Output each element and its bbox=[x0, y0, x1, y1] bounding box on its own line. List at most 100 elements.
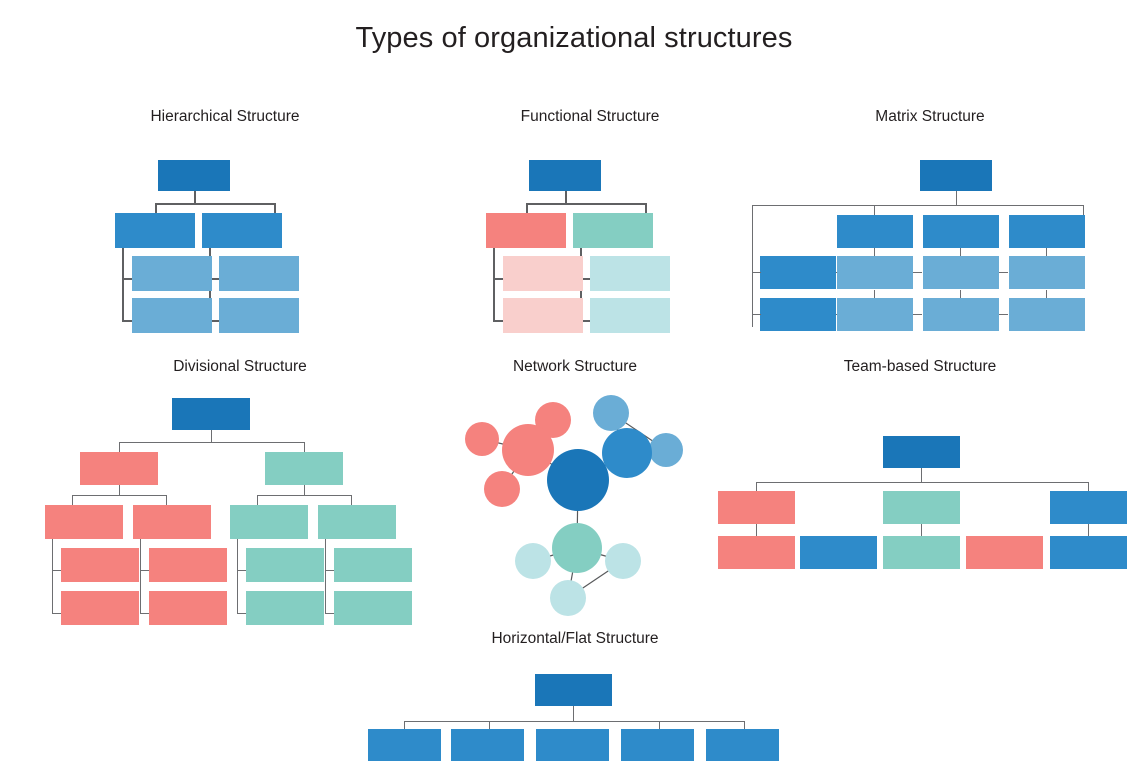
connector bbox=[122, 320, 133, 322]
node-network-hub-right bbox=[602, 428, 652, 478]
connector bbox=[913, 272, 922, 273]
chart-network: Network Structure bbox=[430, 358, 720, 618]
connector bbox=[752, 205, 753, 327]
connector bbox=[913, 314, 922, 315]
chart-horizontal-flat: Horizontal/Flat Structure bbox=[350, 630, 800, 761]
chart-title-horizontal-flat: Horizontal/Flat Structure bbox=[491, 630, 659, 647]
node-divisional-unit-3 bbox=[230, 505, 308, 539]
node-network-leaf-left-3 bbox=[484, 471, 520, 507]
connector bbox=[580, 278, 591, 280]
connector bbox=[526, 203, 647, 205]
connector bbox=[1083, 205, 1084, 216]
connector bbox=[999, 314, 1008, 315]
connector bbox=[155, 203, 276, 205]
node-matrix-cell-r1c2 bbox=[923, 256, 999, 289]
connector bbox=[526, 203, 528, 214]
node-network-leaf-right-2 bbox=[649, 433, 683, 467]
chart-matrix: Matrix Structure bbox=[750, 108, 1110, 343]
connector bbox=[52, 570, 62, 571]
connector bbox=[493, 278, 504, 280]
connector bbox=[304, 442, 305, 453]
node-divisional-unit-4 bbox=[318, 505, 396, 539]
connector bbox=[209, 320, 220, 322]
node-matrix-row-head-1 bbox=[760, 256, 836, 289]
connector bbox=[140, 613, 150, 614]
connector bbox=[756, 482, 1088, 483]
node-matrix-col-head-2 bbox=[923, 215, 999, 248]
connector bbox=[493, 248, 495, 322]
connector bbox=[999, 272, 1008, 273]
connector bbox=[274, 203, 276, 214]
chart-title-hierarchical: Hierarchical Structure bbox=[150, 108, 300, 125]
node-functional-leaf-2 bbox=[590, 256, 670, 291]
node-matrix-cell-r2c2 bbox=[923, 298, 999, 331]
chart-title-divisional: Divisional Structure bbox=[173, 358, 307, 375]
node-matrix-row-head-2 bbox=[760, 298, 836, 331]
node-flat-peer-2 bbox=[451, 729, 524, 761]
connector bbox=[325, 613, 335, 614]
node-matrix-top bbox=[920, 160, 992, 191]
page-title: Types of organizational structures bbox=[355, 22, 793, 54]
connector bbox=[155, 203, 157, 214]
node-matrix-cell-r2c1 bbox=[837, 298, 913, 331]
connector bbox=[122, 278, 133, 280]
connector bbox=[404, 721, 405, 730]
node-matrix-cell-r1c3 bbox=[1009, 256, 1085, 289]
connector bbox=[493, 320, 504, 322]
connector bbox=[489, 721, 490, 730]
node-matrix-cell-r2c3 bbox=[1009, 298, 1085, 331]
connector bbox=[874, 290, 875, 299]
connector bbox=[960, 290, 961, 299]
node-network-leaf-bottom-2 bbox=[605, 543, 641, 579]
connector bbox=[565, 191, 567, 204]
node-divisional-team-3 bbox=[246, 548, 324, 582]
node-team-top bbox=[883, 436, 960, 468]
connector bbox=[752, 314, 761, 315]
connector bbox=[645, 203, 647, 214]
node-team-lead-2 bbox=[883, 491, 960, 524]
node-network-leaf-bottom-1 bbox=[515, 543, 551, 579]
connector bbox=[119, 442, 120, 453]
connector bbox=[194, 191, 196, 204]
connector bbox=[237, 539, 238, 614]
node-divisional-unit-2 bbox=[133, 505, 211, 539]
node-team-member-4 bbox=[966, 536, 1043, 569]
connector bbox=[744, 721, 745, 730]
node-divisional-top bbox=[172, 398, 250, 430]
connector bbox=[257, 495, 351, 496]
node-hierarchical-leaf-3 bbox=[132, 298, 212, 333]
node-flat-peer-4 bbox=[621, 729, 694, 761]
connector bbox=[122, 248, 124, 322]
connector bbox=[956, 191, 957, 206]
node-matrix-col-head-1 bbox=[837, 215, 913, 248]
connector bbox=[874, 248, 875, 257]
node-network-leaf-right-1 bbox=[593, 395, 629, 431]
connector bbox=[659, 721, 660, 730]
connector bbox=[119, 442, 304, 443]
node-matrix-col-head-3 bbox=[1009, 215, 1085, 248]
node-divisional-div-2 bbox=[265, 452, 343, 485]
connector bbox=[921, 524, 922, 537]
node-divisional-team-6 bbox=[149, 591, 227, 625]
connector bbox=[404, 721, 744, 722]
connector bbox=[72, 495, 73, 506]
node-flat-peer-5 bbox=[706, 729, 779, 761]
connector bbox=[1046, 290, 1047, 299]
chart-hierarchical: Hierarchical Structure bbox=[60, 108, 390, 343]
node-divisional-team-4 bbox=[334, 548, 412, 582]
connector bbox=[752, 205, 1083, 206]
connector bbox=[52, 613, 62, 614]
connector bbox=[351, 495, 352, 506]
node-functional-leaf-3 bbox=[503, 298, 583, 333]
connector bbox=[573, 706, 574, 722]
chart-functional: Functional Structure bbox=[430, 108, 750, 343]
connector bbox=[211, 430, 212, 443]
node-team-lead-3 bbox=[1050, 491, 1127, 524]
node-divisional-team-8 bbox=[334, 591, 412, 625]
node-team-lead-1 bbox=[718, 491, 795, 524]
connector bbox=[1046, 248, 1047, 257]
node-functional-leaf-1 bbox=[503, 256, 583, 291]
chart-divisional: Divisional Structure bbox=[30, 358, 450, 625]
node-team-member-3 bbox=[883, 536, 960, 569]
node-divisional-team-7 bbox=[246, 591, 324, 625]
